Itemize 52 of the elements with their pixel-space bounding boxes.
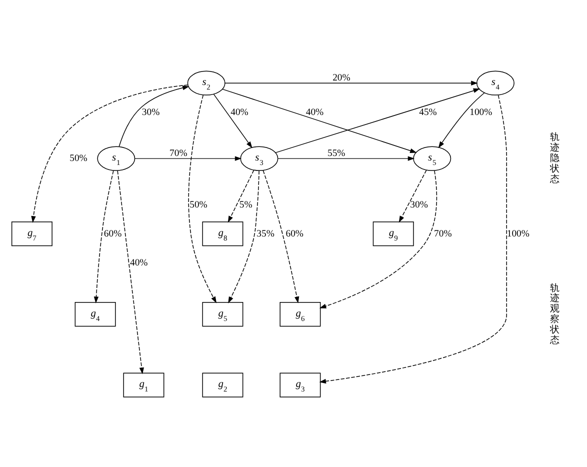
arrow: [228, 169, 254, 222]
arrow: [275, 88, 480, 153]
node-box: g$_{4}$: [74, 302, 116, 326]
edge-label: 5%: [239, 198, 252, 210]
edge-label: 30%: [142, 106, 160, 118]
arrow: [214, 94, 252, 148]
edge-label: 100%: [470, 106, 492, 118]
arrow: [438, 92, 485, 148]
node-box: g$_{2}$: [202, 372, 244, 397]
arrow: [188, 94, 217, 303]
arrow: [228, 170, 260, 303]
arrow: [278, 156, 415, 160]
node-ellipse: s$_{2}$: [187, 70, 226, 95]
node-box: g$_{1}$: [123, 372, 164, 397]
edge-label: 50%: [190, 198, 208, 210]
arrow: [134, 156, 242, 160]
node-box: g$_{5}$: [202, 302, 244, 326]
edge-label: 70%: [434, 228, 452, 239]
node-box: g$_{7}$: [11, 221, 52, 246]
node-ellipse: s$_{3}$: [240, 146, 278, 170]
edge-label: 70%: [170, 147, 188, 158]
arrow: [222, 88, 417, 152]
node-box: g$_{9}$: [372, 221, 414, 246]
edge-label: 20%: [332, 72, 350, 83]
arrow: [319, 170, 438, 308]
node-box: g$_{8}$: [202, 221, 244, 246]
arrow: [118, 85, 190, 146]
arrow: [94, 170, 114, 303]
arrow: [319, 94, 507, 384]
edge-label: 60%: [104, 228, 122, 239]
edge-label: 100%: [506, 228, 530, 239]
label: 轨迹观察状态: [550, 282, 560, 346]
edge-label: 40%: [130, 256, 148, 268]
node-ellipse: s$_{1}$: [97, 146, 136, 170]
arrow: [262, 170, 300, 303]
edge-label: 45%: [419, 106, 437, 118]
arrow: [224, 80, 478, 85]
node-ellipse: s$_{5}$: [413, 146, 452, 170]
arrow: [117, 170, 144, 374]
arrow: [398, 169, 427, 222]
label: 轨迹隐状态: [550, 132, 560, 184]
edge-label: 30%: [410, 198, 428, 210]
node-box: g$_{6}$: [280, 302, 321, 326]
edge-label: 55%: [328, 147, 346, 158]
node-ellipse: s$_{4}$: [476, 70, 514, 95]
edge-label: 40%: [306, 106, 324, 118]
node-box: g$_{3}$: [280, 372, 321, 397]
edge-label: 40%: [230, 106, 248, 118]
edge-label: 35%: [256, 228, 274, 239]
edge-label: 60%: [286, 228, 304, 239]
arrow: [31, 84, 188, 222]
edge-label: 50%: [70, 152, 88, 164]
